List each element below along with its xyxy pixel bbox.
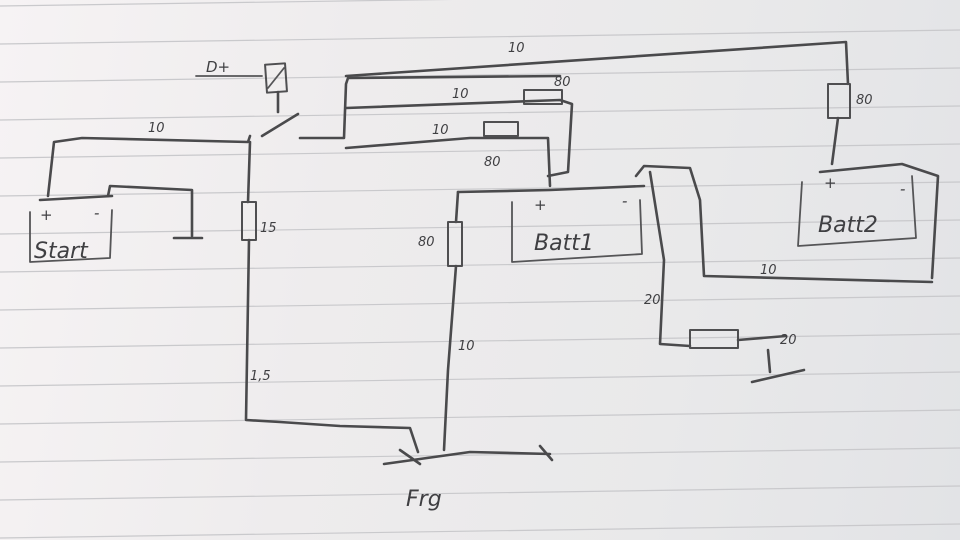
fuse-80-left <box>447 221 463 267</box>
main-battery <box>456 184 646 263</box>
wire-20-size: 20 <box>644 293 661 308</box>
fuse-80-mid <box>483 121 519 137</box>
main-battery-minus: - <box>622 192 627 210</box>
fuse-right-down <box>830 116 840 166</box>
start-battery-body <box>29 209 113 263</box>
fuse-80-mid-label: 80 <box>484 155 501 170</box>
fuse-20 <box>689 329 739 349</box>
fuse-15 <box>241 201 257 241</box>
start-ground-wire <box>106 184 194 238</box>
relay-coil-mark <box>267 67 285 89</box>
second-battery-label: Batt2 <box>818 213 878 238</box>
parallel-wire-b <box>344 136 552 188</box>
d-plus-relay <box>195 62 300 138</box>
fuse15-upper-wire <box>246 140 252 204</box>
start-plus-wire <box>46 134 252 198</box>
second-battery <box>797 162 940 280</box>
relay-switch-contact <box>260 112 300 138</box>
fridge-feed-wire <box>244 238 420 454</box>
fuse-80-right-label: 80 <box>856 93 873 108</box>
start-battery-minus: - <box>94 204 99 222</box>
wire-b-size: 10 <box>432 123 449 138</box>
start-battery <box>29 184 204 263</box>
fridge <box>382 444 554 466</box>
wire-down-size: 10 <box>458 339 475 354</box>
fridge-label: Frg <box>406 487 442 512</box>
start-battery-plus: + <box>40 206 53 224</box>
fridge-ground-rail <box>382 450 552 466</box>
main-battery-plus: + <box>534 196 547 214</box>
wire-1-5-label: 1,5 <box>250 369 271 384</box>
main-battery-body <box>511 199 643 263</box>
fuse-20-label: 20 <box>780 333 797 348</box>
main-battery-top <box>456 184 646 194</box>
fuse-20-out <box>736 334 788 342</box>
wire-down-to-fridge <box>442 264 458 452</box>
parallel-wire-a <box>344 98 574 178</box>
top-long-wire-size: 10 <box>508 41 525 56</box>
fuse-20-ground <box>750 348 806 384</box>
start-battery-top <box>38 194 114 202</box>
fuse-80-top-label: 80 <box>554 75 571 90</box>
main-battery-label: Batt1 <box>534 231 594 256</box>
fuse-80-top <box>523 89 563 105</box>
bottom-wire-size: 10 <box>760 263 777 278</box>
d-plus-label: D+ <box>206 58 230 76</box>
wire-a-size: 10 <box>452 87 469 102</box>
fuse-15-label: 15 <box>260 221 277 236</box>
second-battery-minus: - <box>900 180 905 198</box>
second-battery-body <box>797 175 917 247</box>
fridge-ground-tick-right <box>538 444 554 462</box>
start-battery-label: Start <box>34 239 89 264</box>
relay-to-fuse-bus <box>298 74 562 140</box>
second-battery-plus: + <box>824 174 837 192</box>
fuse-80-right <box>827 83 851 119</box>
ground-return-wire <box>634 164 934 284</box>
fuse80-left-upper <box>454 190 460 224</box>
fuse-80-left-label: 80 <box>418 235 435 250</box>
second-battery-top <box>818 162 940 280</box>
fridge-ground-tick <box>398 448 422 466</box>
wire-20-branch <box>648 170 692 348</box>
start-wire-size: 10 <box>148 121 165 136</box>
top-long-wire <box>344 40 850 86</box>
